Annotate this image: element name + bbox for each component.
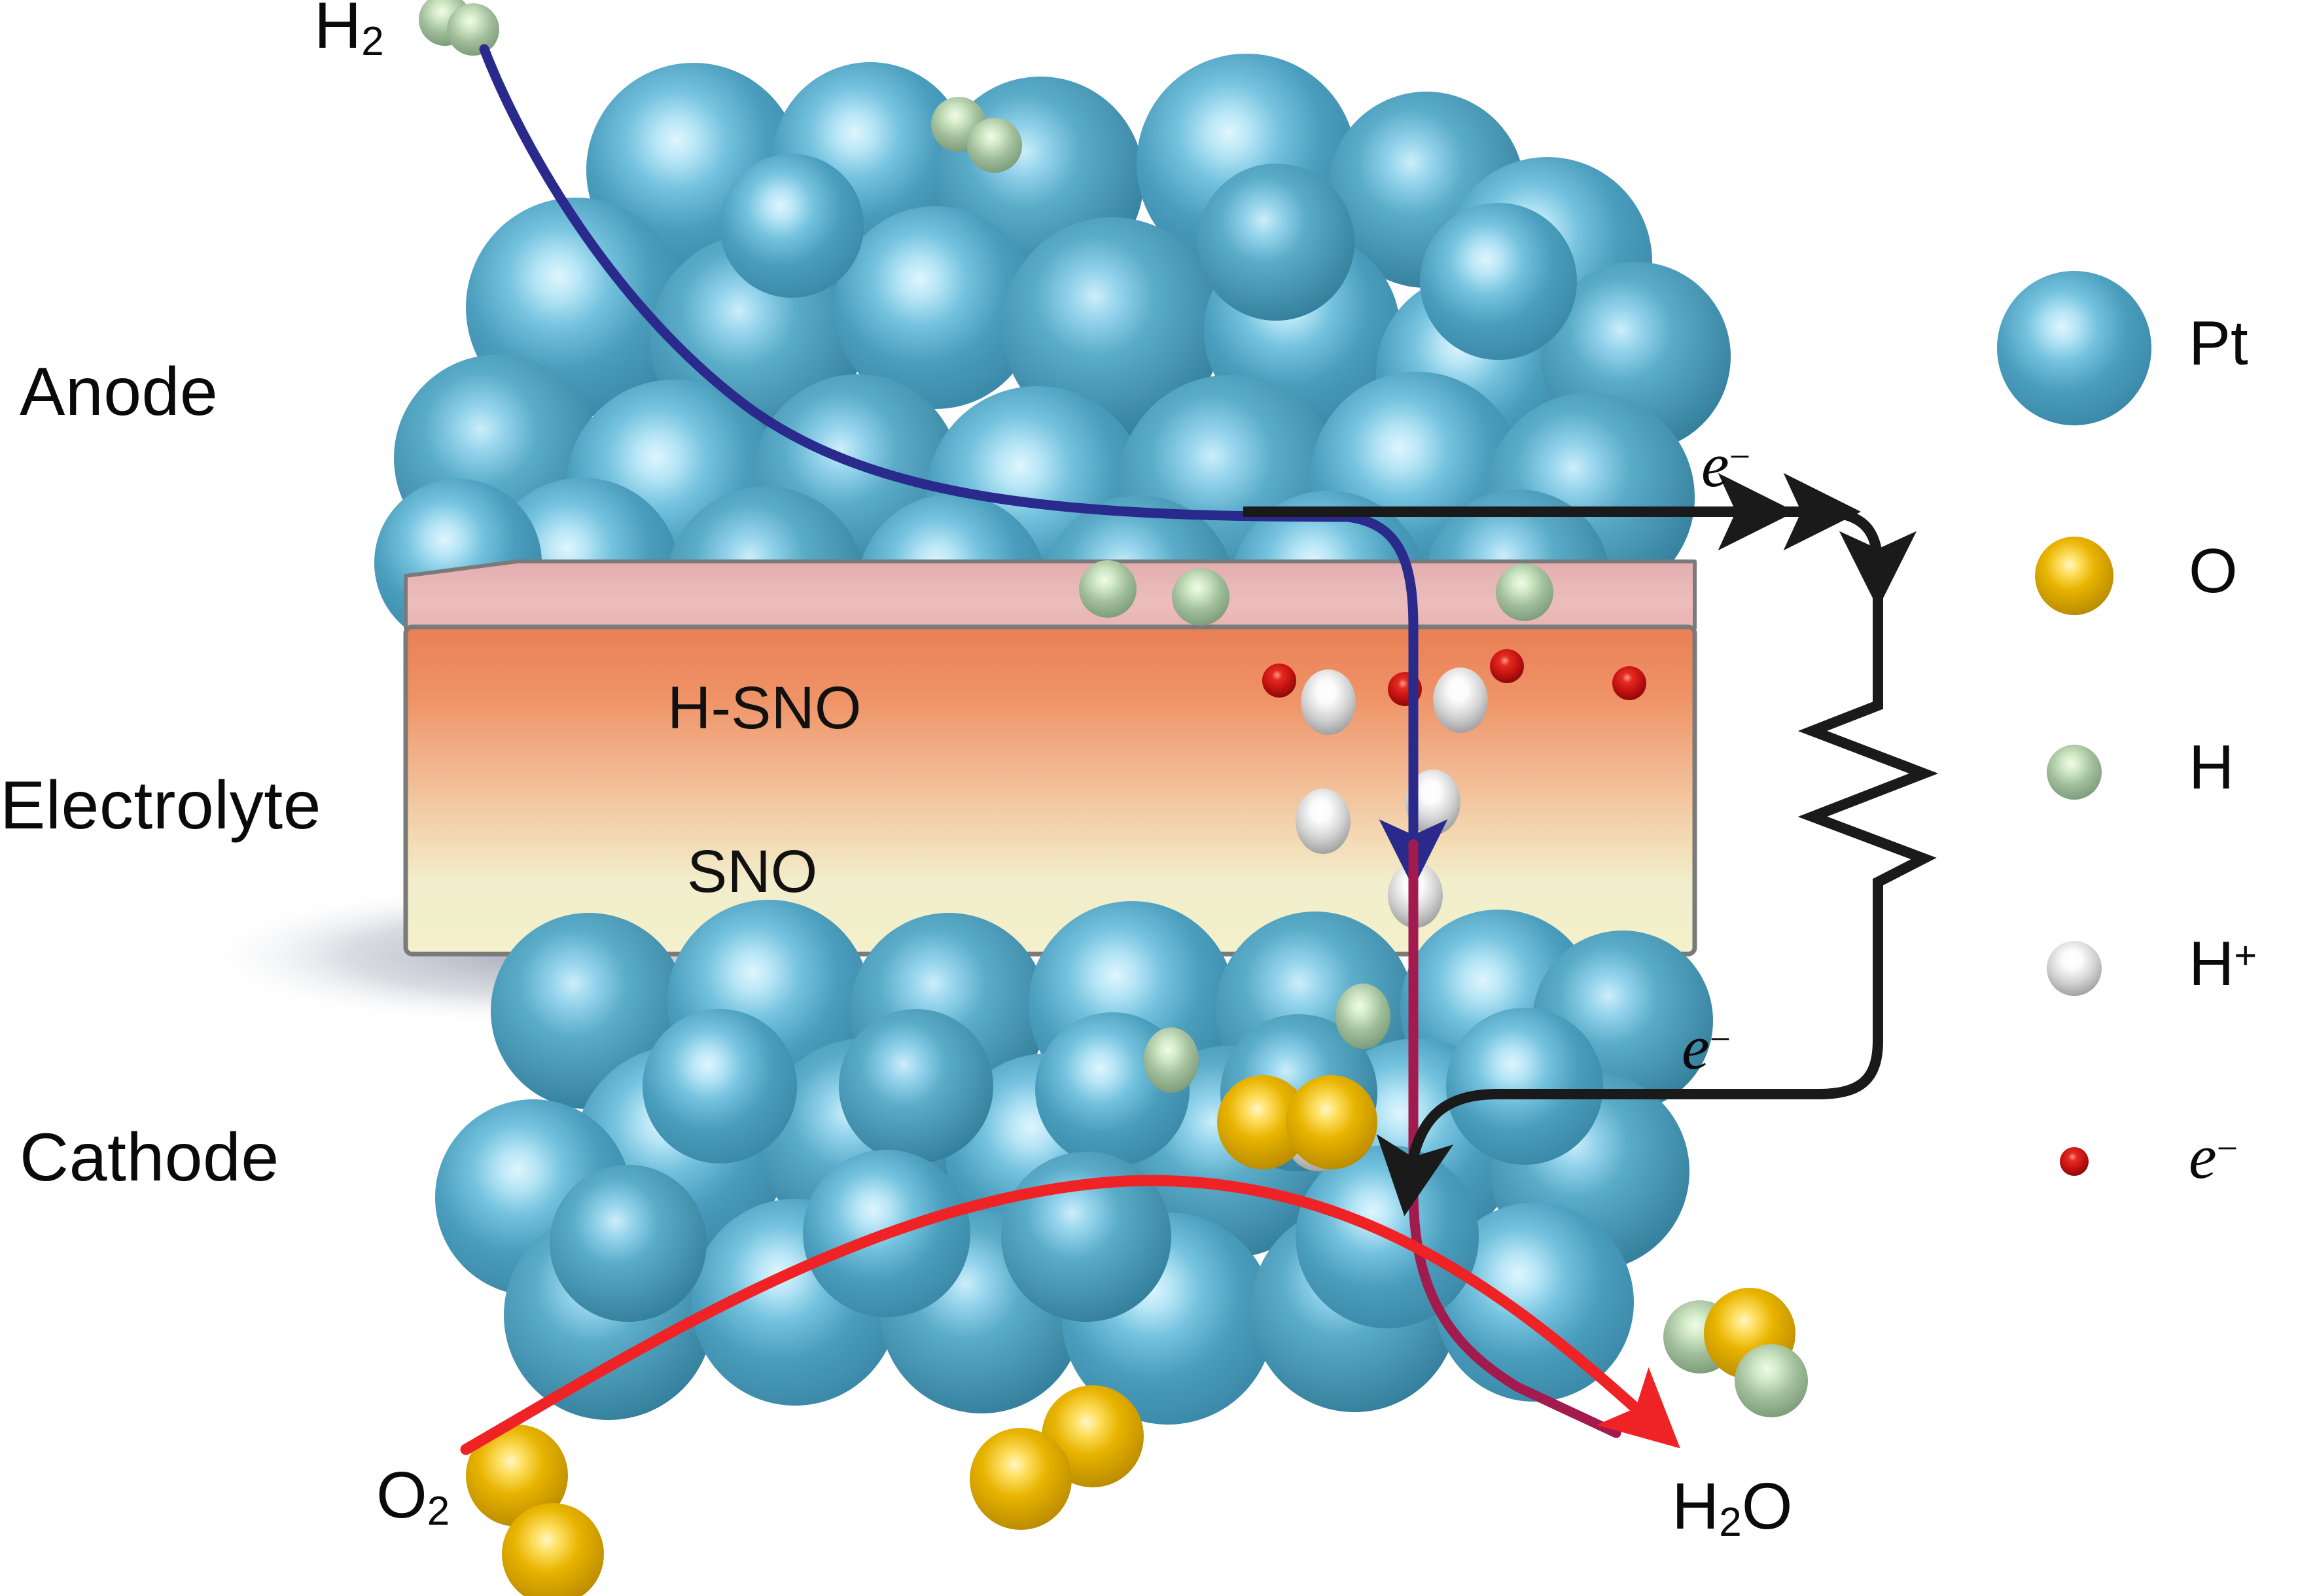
cathode-species [1144,984,1390,1171]
proton-transport-path [1347,512,1448,888]
electrolyte-upper-layer-label: H-SNO [667,675,862,741]
hplus-sphere-icon [2047,941,2102,996]
o2-inlet-path [460,1175,1680,1455]
electrolyte-lower-layer-label: SNO [687,838,818,905]
o2-molecules [466,1385,1144,1596]
electron-return-wire [1498,917,1883,1099]
legend-swatches [1997,271,2151,1176]
anode-h-atoms [419,0,1022,173]
electron-arrow-into-cathode [1376,1089,1499,1216]
o-sphere-icon [2035,537,2113,615]
o2-inlet-label: O2 [376,1459,450,1534]
region-label-electrolyte: Electrolyte [0,768,322,843]
proton-transport-path-lower [1408,839,1621,1438]
electron-label-bottom: e− [1682,1012,1731,1082]
h-sphere-icon [2047,745,2102,800]
pt-sphere-icon [1997,271,2151,425]
h2o-product-label: H2O [1672,1470,1793,1546]
legend-label-o: O [2189,536,2238,606]
h2-inlet-label: H2 [314,0,384,65]
electron-label-top: e− [1701,430,1751,500]
surface-h-atoms [1079,560,1553,626]
region-label-anode: Anode [20,354,219,430]
legend-label-h: H [2189,732,2235,802]
legend-label-electron: e− [2189,1122,2238,1192]
electron-external-circuit [1243,472,1917,673]
resistor-zigzag [1797,673,1939,917]
h2o-molecule [1663,1288,1808,1417]
region-label-cathode: Cathode [20,1120,279,1196]
cathode-pt-cluster [435,900,1713,1425]
legend-label-pt: Pt [2189,308,2248,378]
electron-sphere-icon [2060,1147,2089,1176]
h2-inlet-path [479,44,1353,522]
legend-label-hplus: H+ [2189,929,2257,999]
